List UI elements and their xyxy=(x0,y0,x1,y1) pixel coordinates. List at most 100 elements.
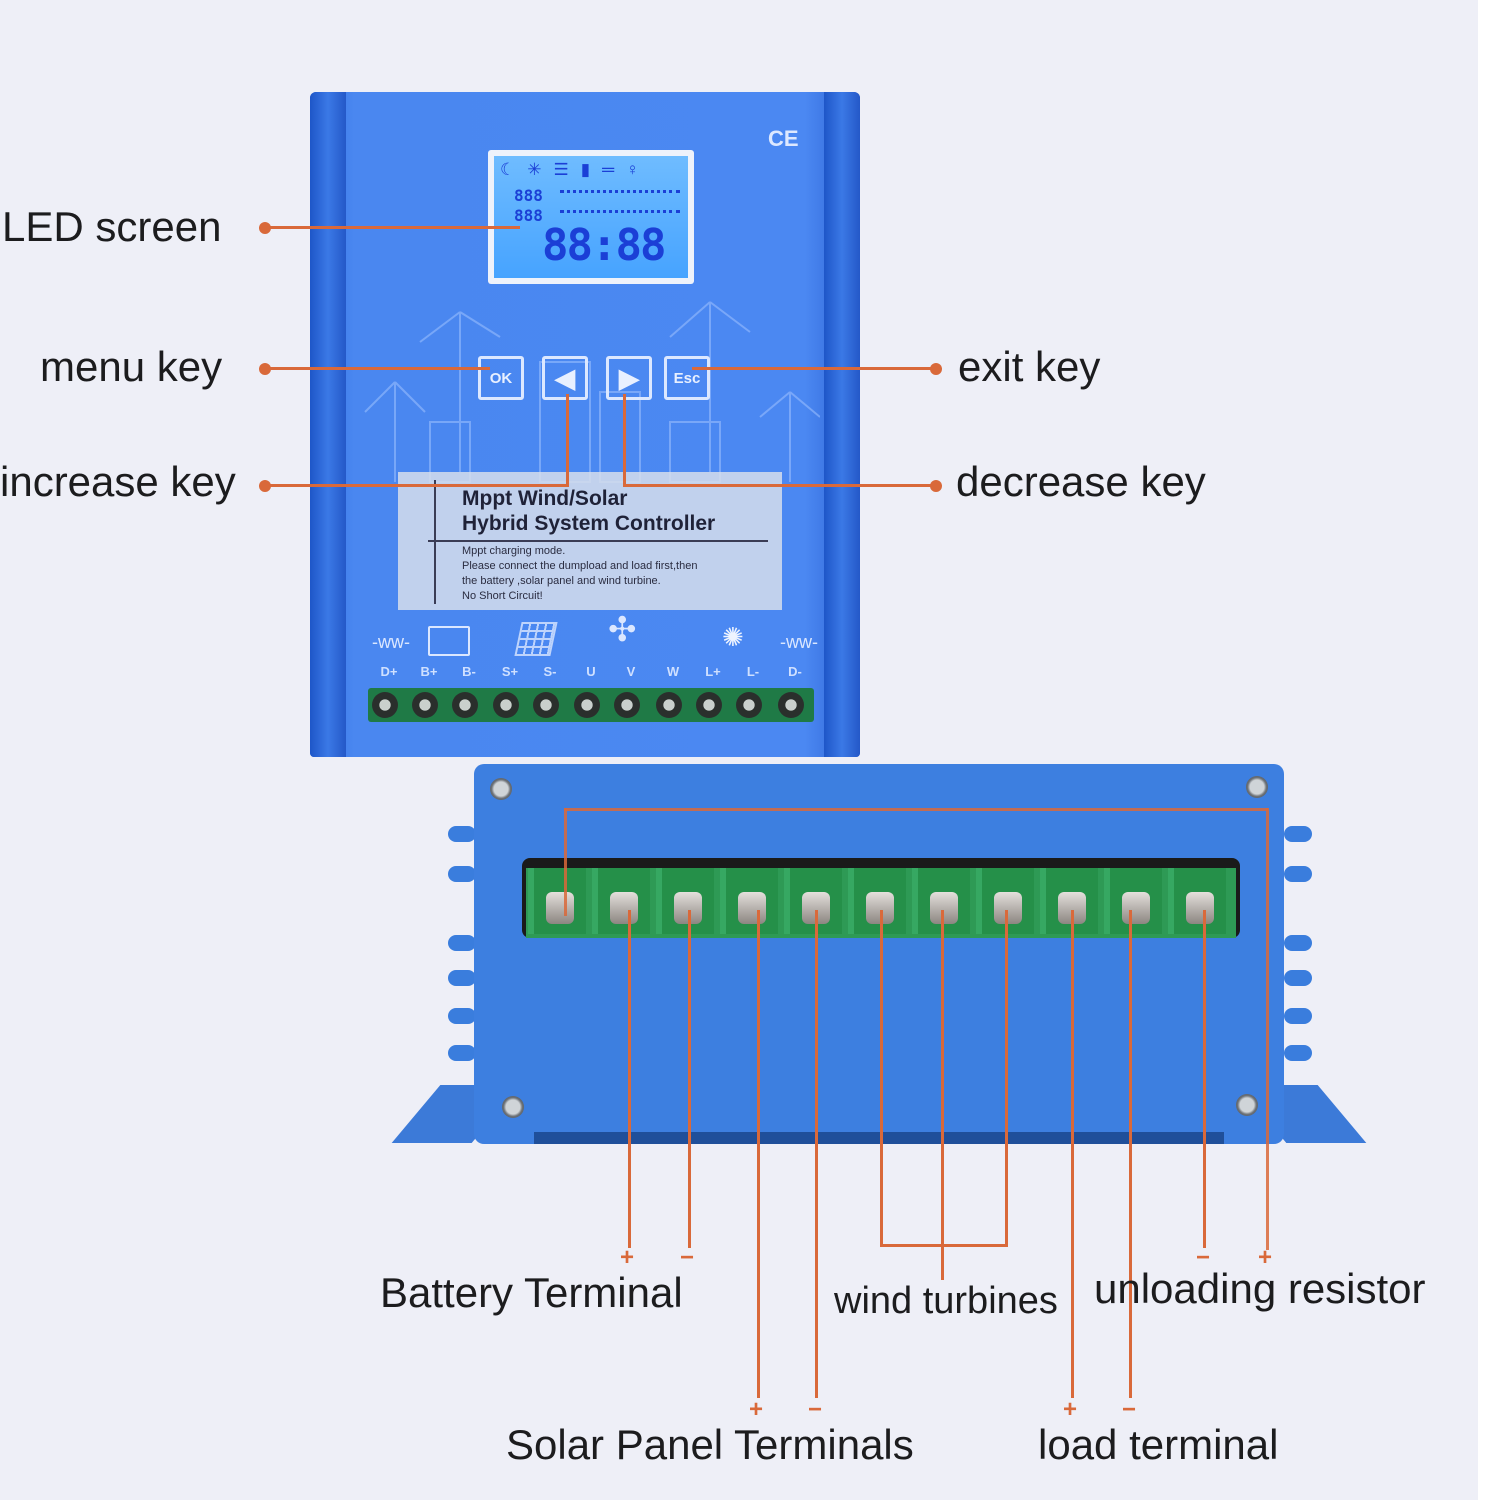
heatsink-fin xyxy=(448,826,476,842)
ok-menu-key[interactable]: OK xyxy=(478,356,524,400)
callout-line-battery-minus xyxy=(688,910,691,1248)
right-decrease-key[interactable]: ▶ xyxy=(606,356,652,400)
solar-panel-icon xyxy=(514,622,558,656)
callout-line-exit-key xyxy=(692,367,932,370)
terminal-pin[interactable] xyxy=(1186,892,1214,924)
terminal-screw[interactable] xyxy=(614,692,640,718)
terminal-cell xyxy=(1104,868,1162,934)
terminal-screw[interactable] xyxy=(656,692,682,718)
battery-bars-icon: ☰ xyxy=(553,160,569,179)
heatsink-fin xyxy=(1284,1045,1312,1061)
heatsink-fin xyxy=(1284,935,1312,951)
terminal-screw[interactable] xyxy=(696,692,722,718)
terminal-pin[interactable] xyxy=(546,892,574,924)
heatsink-fin xyxy=(448,970,476,986)
callout-line-increase-key-vertical xyxy=(566,394,569,487)
heatsink-fin xyxy=(1284,866,1312,882)
terminal-label-v: V xyxy=(626,664,636,679)
callout-unloading-resistor: unloading resistor xyxy=(1094,1265,1426,1312)
plus-sign: + xyxy=(1258,1244,1273,1271)
callout-line-wind-w xyxy=(1005,910,1008,1246)
lcd-display: ☾ ✳ ☰ ▮ ═ ♀ 888 888 88:88 xyxy=(494,156,688,278)
terminal-screw[interactable] xyxy=(574,692,600,718)
skyline-turbine-graphic xyxy=(364,301,820,483)
panel-divider-horizontal xyxy=(428,540,768,542)
minus-sign: − xyxy=(1122,1396,1137,1423)
callout-line-wind-v xyxy=(941,910,944,1280)
terminal-label-d-plus: D+ xyxy=(380,664,398,679)
resistor-icon: -ww- xyxy=(372,632,410,652)
callout-exit-key: exit key xyxy=(958,343,1101,390)
callout-menu-key: menu key xyxy=(40,343,223,390)
terminal-cell xyxy=(592,868,650,934)
callout-led-screen: LED screen xyxy=(2,203,222,250)
callout-wind-turbines: wind turbines xyxy=(834,1280,1058,1322)
heatsink-fin xyxy=(448,1008,476,1024)
terminal-label-l-plus: L+ xyxy=(705,664,721,679)
terminal-screw[interactable] xyxy=(412,692,438,718)
lcd-main-readout: 88:88 xyxy=(542,220,666,271)
battery-icon: ▮ xyxy=(580,160,591,179)
terminal-label-s-plus: S+ xyxy=(501,664,519,679)
plus-sign: + xyxy=(620,1244,635,1271)
terminal-screw[interactable] xyxy=(493,692,519,718)
minus-sign: − xyxy=(808,1396,823,1423)
bulb-icon: ✺ xyxy=(722,622,744,652)
callout-decrease-key: decrease key xyxy=(956,458,1206,505)
moon-icon: ☾ xyxy=(500,160,516,179)
callout-battery-terminal: Battery Terminal xyxy=(380,1269,683,1316)
terminal-pin[interactable] xyxy=(930,892,958,924)
instruction-line: the battery ,solar panel and wind turbin… xyxy=(462,575,661,587)
esc-exit-key[interactable]: Esc xyxy=(664,356,710,400)
bulb-icon: ♀ xyxy=(626,160,639,179)
terminal-label-s-minus: S- xyxy=(543,664,557,679)
callout-dot xyxy=(930,480,942,492)
base-shadow xyxy=(534,1132,1224,1144)
terminal-pin[interactable] xyxy=(610,892,638,924)
callout-line-d-plus-top xyxy=(564,808,1268,811)
heatsink-fin xyxy=(448,1045,476,1061)
callout-line-led-screen xyxy=(265,226,520,229)
terminal-pin[interactable] xyxy=(994,892,1022,924)
product-label-panel: Mppt Wind/Solar Hybrid System Controller… xyxy=(398,472,782,610)
instruction-line: Please connect the dumpload and load fir… xyxy=(462,560,698,572)
terminal-label-b-plus: B+ xyxy=(420,664,438,679)
callout-line-wind-bracket xyxy=(880,1244,1008,1247)
heatsink-fin xyxy=(448,935,476,951)
terminal-label-w: W xyxy=(666,664,680,679)
controller-front-view: CE ☾ ✳ ☰ ▮ ═ ♀ 888 888 88:88 xyxy=(310,92,860,757)
callout-line-menu-key xyxy=(265,367,490,370)
product-instructions: Mppt charging mode. Please connect the d… xyxy=(462,544,697,604)
terminal-screw[interactable] xyxy=(533,692,559,718)
callout-solar-panel-terminals: Solar Panel Terminals xyxy=(506,1421,914,1468)
image-edge xyxy=(1478,0,1500,1500)
callout-dot xyxy=(930,363,942,375)
heatsink-fin xyxy=(1284,970,1312,986)
mounting-screw xyxy=(502,1096,524,1118)
left-increase-key[interactable]: ◀ xyxy=(542,356,588,400)
plus-sign: + xyxy=(1063,1396,1078,1423)
instruction-line: Mppt charging mode. xyxy=(462,545,566,557)
terminal-pin[interactable] xyxy=(738,892,766,924)
terminal-cell xyxy=(1040,868,1098,934)
terminal-screw[interactable] xyxy=(372,692,398,718)
terminal-pin[interactable] xyxy=(1122,892,1150,924)
right-heatsink-rail xyxy=(824,92,860,757)
callout-line-decrease-key xyxy=(624,484,932,487)
callout-line-wind-u xyxy=(880,910,883,1246)
terminal-cell xyxy=(528,868,586,934)
load-bars-icon: ═ xyxy=(602,160,615,179)
panel-divider-vertical xyxy=(434,480,436,604)
mounting-screw xyxy=(1246,776,1268,798)
heatsink-fin xyxy=(1284,826,1312,842)
mounting-screw xyxy=(1236,1094,1258,1116)
terminal-screw[interactable] xyxy=(778,692,804,718)
wind-turbine-icon: ✣ xyxy=(608,611,637,649)
left-heatsink-rail xyxy=(310,92,346,757)
lcd-small-readout-1: 888 xyxy=(514,186,543,205)
callout-line-d-plus-right xyxy=(1266,808,1269,1250)
terminal-screw[interactable] xyxy=(452,692,478,718)
instruction-line: No Short Circuit! xyxy=(462,590,543,602)
callout-load-terminal: load terminal xyxy=(1038,1421,1279,1468)
terminal-screw[interactable] xyxy=(736,692,762,718)
